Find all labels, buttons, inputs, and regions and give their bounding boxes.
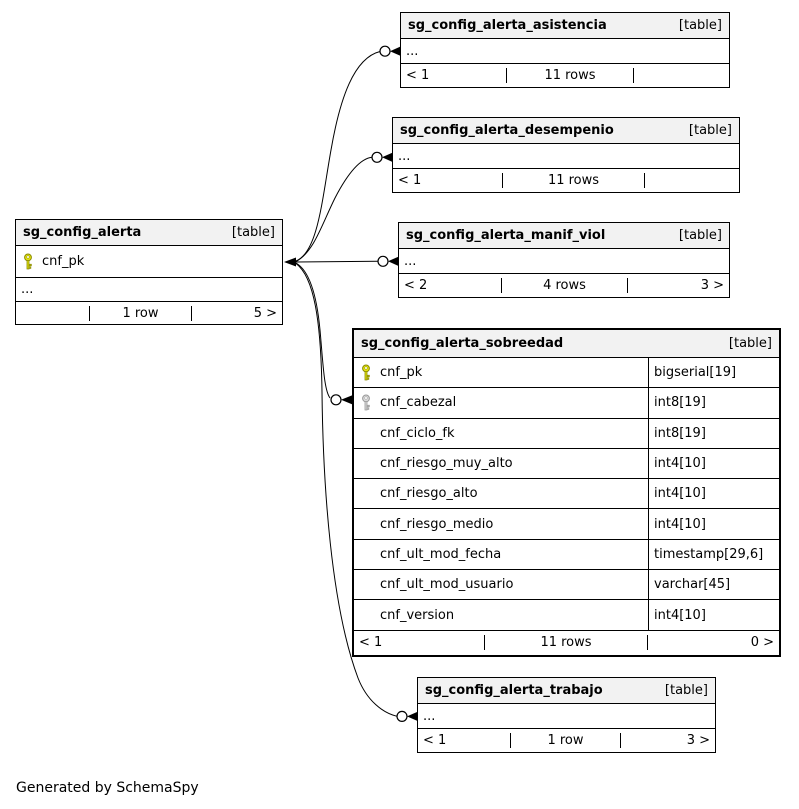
footer-parents: < 1 <box>406 68 430 83</box>
column-type: int4[10] <box>648 448 779 479</box>
edge-dot-asistencia <box>379 45 391 57</box>
column-name: cnf_ult_mod_usuario <box>380 577 514 593</box>
footer-children: 5 > <box>253 305 277 321</box>
footer-parents: < 1 <box>398 173 422 188</box>
footer-rowcount: 11 rows <box>484 635 648 651</box>
table-type-tag: [table] <box>688 123 732 138</box>
column-name: cnf_ciclo_fk <box>380 425 455 441</box>
column-type: int4[10] <box>648 509 779 539</box>
footer-parents: < 1 <box>423 733 447 748</box>
footer-children: 0 > <box>750 635 774 651</box>
column-row: cnf_ult_mod_usuario varchar[45] <box>354 570 779 601</box>
schemaspy-credit: Generated by SchemaSpy <box>16 780 199 796</box>
column-name: cnf_version <box>380 607 455 623</box>
footer-rowcount: 1 row <box>510 733 621 748</box>
table-type-tag: [table] <box>678 18 722 33</box>
table-footer: < 1 11 rows <box>393 169 739 192</box>
footer-children: 3 > <box>700 278 724 293</box>
table-header: sg_config_alerta_manif_viol [table] <box>399 223 729 249</box>
table-sg_config_alerta[interactable]: sg_config_alerta [table] cnf_pk ... 1 ro… <box>15 219 283 325</box>
collapsed-columns: ... <box>399 249 729 274</box>
column-name: cnf_riesgo_alto <box>380 486 478 502</box>
table-footer: < 2 4 rows 3 > <box>399 274 729 297</box>
collapsed-columns: ... <box>418 704 715 729</box>
table-title[interactable]: sg_config_alerta_desempenio <box>400 123 614 138</box>
column-name: cnf_ult_mod_fecha <box>380 546 502 562</box>
column-type: int8[19] <box>648 388 779 418</box>
column-type: varchar[45] <box>648 570 779 600</box>
table-header: sg_config_alerta_trabajo [table] <box>418 678 715 704</box>
column-row: cnf_pk bigserial[19] <box>354 358 779 389</box>
arrowhead-manif-viol <box>388 256 398 266</box>
column-type: int4[10] <box>648 600 779 630</box>
table-sg_config_alerta_manif_viol[interactable]: sg_config_alerta_manif_viol [table] ... … <box>398 222 730 298</box>
arrowhead-trabajo <box>407 712 417 721</box>
column-row: cnf_riesgo_alto int4[10] <box>354 479 779 510</box>
arrowhead-sobreedad <box>341 395 352 405</box>
table-title[interactable]: sg_config_alerta <box>23 225 142 240</box>
column-name: cnf_cabezal <box>380 395 457 411</box>
table-sg_config_alerta_trabajo[interactable]: sg_config_alerta_trabajo [table] ... < 1… <box>417 677 716 753</box>
table-title[interactable]: sg_config_alerta_asistencia <box>408 18 607 33</box>
edge-alerta-asistencia <box>295 51 381 262</box>
table-type-tag: [table] <box>728 336 772 351</box>
edge-alerta-sobreedad <box>295 262 331 399</box>
table-header: sg_config_alerta_asistencia [table] <box>401 13 729 39</box>
edge-dot-desempenio <box>371 151 383 163</box>
primary-key-icon <box>360 364 380 381</box>
arrowhead-parent <box>284 257 296 267</box>
column-row: cnf_ciclo_fk int8[19] <box>354 418 779 449</box>
table-title[interactable]: sg_config_alerta_trabajo <box>425 683 603 698</box>
table-footer: < 1 11 rows <box>401 64 729 87</box>
table-type-tag: [table] <box>231 225 275 240</box>
footer-parents: < 2 <box>404 278 428 293</box>
edge-alerta-desempenio <box>295 156 373 262</box>
collapsed-columns: ... <box>393 144 739 169</box>
column-name: cnf_pk <box>380 365 423 381</box>
arrowhead-asistencia <box>390 46 400 56</box>
footer-rowcount: 11 rows <box>506 68 634 83</box>
column-row: cnf_ult_mod_fecha timestamp[29,6] <box>354 539 779 571</box>
edge-dot-manif-viol <box>377 255 389 267</box>
edge-dot-trabajo <box>396 710 408 723</box>
table-footer: < 1 1 row 3 > <box>418 729 715 752</box>
column-row: cnf_riesgo_medio int4[10] <box>354 509 779 540</box>
column-type: int4[10] <box>648 479 779 509</box>
column-name: cnf_riesgo_muy_alto <box>380 456 513 472</box>
footer-rowcount: 11 rows <box>502 173 645 188</box>
table-header: sg_config_alerta_sobreedad [table] <box>354 330 779 358</box>
table-sg_config_alerta_sobreedad[interactable]: sg_config_alerta_sobreedad [table] cnf_p… <box>352 328 781 657</box>
column-row: cnf_riesgo_muy_alto int4[10] <box>354 448 779 480</box>
collapsed-columns: ... <box>401 39 729 64</box>
footer-children: 3 > <box>686 733 710 748</box>
column-type: bigserial[19] <box>648 358 779 388</box>
edge-alerta-manif-viol <box>295 260 379 263</box>
table-sg_config_alerta_asistencia[interactable]: sg_config_alerta_asistencia [table] ... … <box>400 12 730 88</box>
table-title[interactable]: sg_config_alerta_manif_viol <box>406 228 606 243</box>
table-footer: < 1 11 rows 0 > <box>354 631 779 655</box>
table-type-tag: [table] <box>678 228 722 243</box>
column-row: cnf_pk <box>16 246 282 278</box>
column-type: int8[19] <box>648 418 779 448</box>
footer-parents: < 1 <box>359 635 383 651</box>
column-type: timestamp[29,6] <box>648 539 779 570</box>
arrowhead-desempenio <box>382 152 392 162</box>
column-row: cnf_cabezal int8[19] <box>354 388 779 419</box>
collapsed-columns: ... <box>16 278 282 302</box>
column-name: cnf_pk <box>42 254 85 269</box>
column-row: cnf_version int4[10] <box>354 600 779 631</box>
foreign-key-icon <box>360 394 380 411</box>
footer-rowcount: 1 row <box>89 305 192 321</box>
primary-key-icon <box>22 253 42 270</box>
table-header: sg_config_alerta [table] <box>16 220 282 246</box>
table-title[interactable]: sg_config_alerta_sobreedad <box>361 336 564 351</box>
footer-rowcount: 4 rows <box>501 278 628 293</box>
edge-dot-sobreedad <box>330 394 342 406</box>
table-header: sg_config_alerta_desempenio [table] <box>393 118 739 144</box>
table-footer: 1 row 5 > <box>16 302 282 324</box>
column-name: cnf_riesgo_medio <box>380 516 494 532</box>
table-type-tag: [table] <box>664 683 708 698</box>
table-sg_config_alerta_desempenio[interactable]: sg_config_alerta_desempenio [table] ... … <box>392 117 740 193</box>
